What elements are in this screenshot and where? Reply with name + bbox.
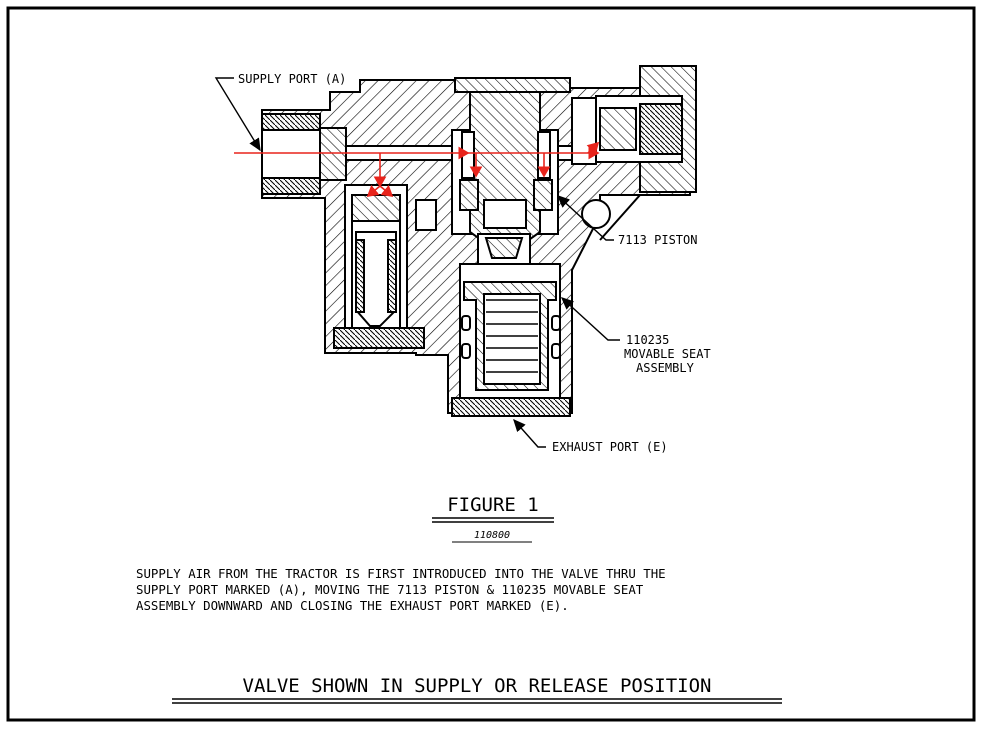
valve-cross-section [261,65,697,417]
label-exhaust-port: EXHAUST PORT (E) [552,440,668,454]
label-seat-2: MOVABLE SEAT [624,347,711,361]
caption: VALVE SHOWN IN SUPPLY OR RELEASE POSITIO… [243,675,712,697]
description-line-2: SUPPLY PORT MARKED (A), MOVING THE 7113 … [136,582,644,597]
figure-number: 110800 [474,530,510,541]
label-supply-port: SUPPLY PORT (A) [238,72,346,86]
seat-spring [486,299,538,373]
figure-title: FIGURE 1 [447,494,539,516]
exhaust-port [451,397,571,417]
inlet-check-valve [319,127,347,181]
description-line-1: SUPPLY AIR FROM THE TRACTOR IS FIRST INT… [136,566,666,581]
label-seat-3: ASSEMBLY [636,361,695,375]
description-line-3: ASSEMBLY DOWNWARD AND CLOSING THE EXHAUS… [136,598,569,613]
label-seat-1: 110235 [626,333,669,347]
label-piston: 7113 PISTON [618,233,697,247]
page-border [6,6,976,722]
leader-lines [214,77,620,448]
air-flow-arrows [234,141,600,198]
